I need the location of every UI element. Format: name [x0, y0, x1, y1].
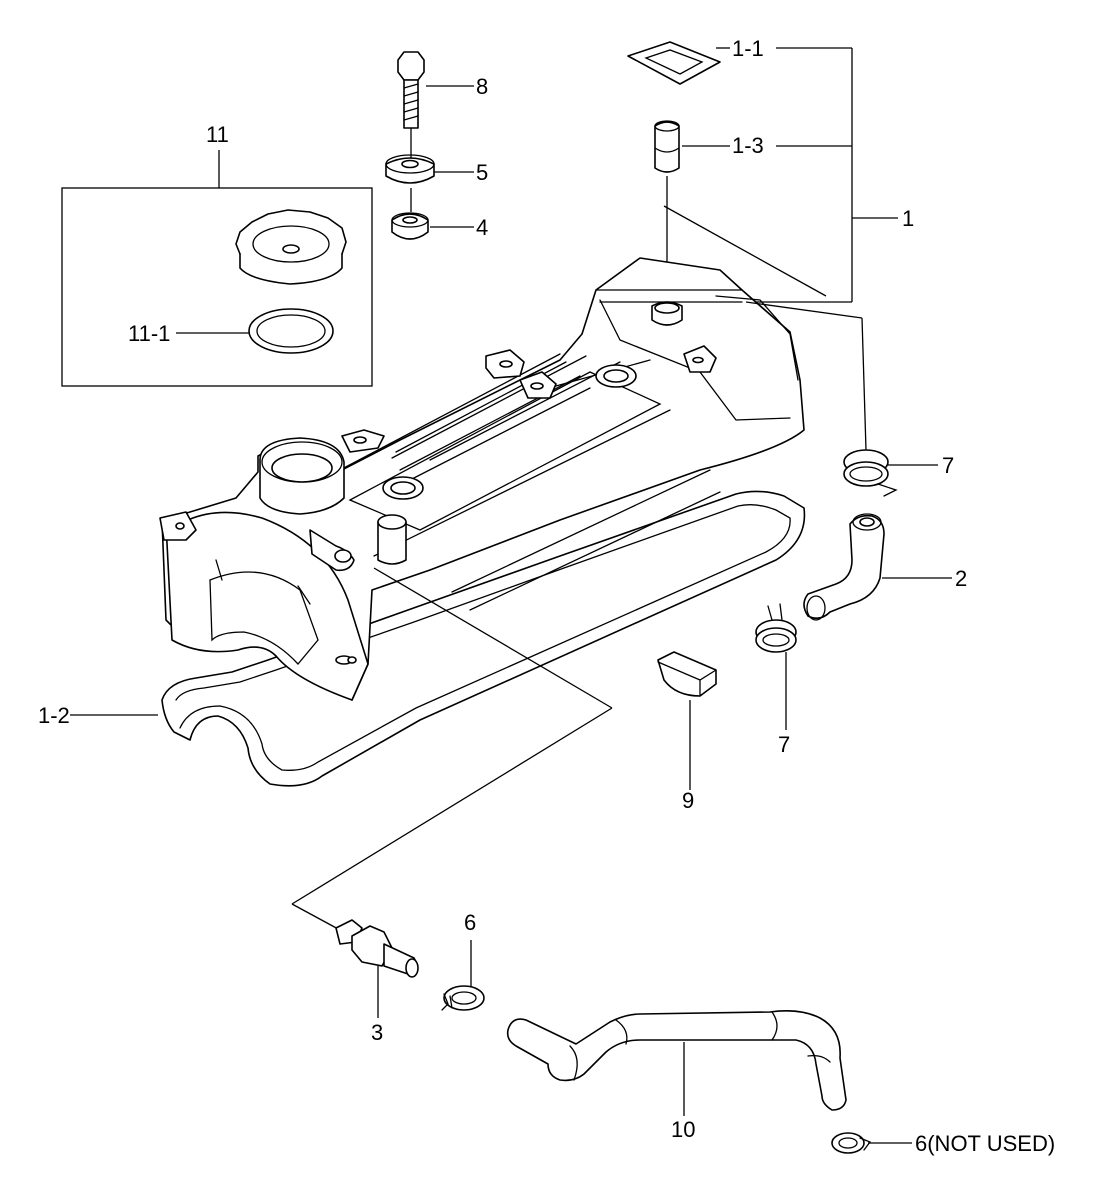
- label-1-1: 1-1: [732, 36, 764, 61]
- oil-cap-gasket: [176, 308, 334, 354]
- label-11: 11: [206, 122, 229, 147]
- label-9: 9: [682, 788, 694, 813]
- label-11-1: 11-1: [128, 321, 170, 346]
- label-7-right: 7: [942, 453, 954, 478]
- label-7-lower: 7: [778, 732, 790, 757]
- hose-clip-7-upper: [745, 301, 938, 497]
- cover-gasket: [70, 490, 806, 787]
- label-6-not-used: 6(NOT USED): [915, 1131, 1055, 1156]
- label-10: 10: [671, 1117, 695, 1142]
- label-2: 2: [955, 566, 967, 591]
- label-3: 3: [371, 1020, 383, 1045]
- oil-filler-cap: [235, 209, 347, 285]
- breather-hose: [803, 513, 952, 621]
- cover-grommet: [391, 212, 474, 240]
- half-moon-seal: [657, 651, 717, 790]
- label-6: 6: [464, 910, 476, 935]
- cover-washer: [385, 154, 474, 212]
- hose-clip-6: [441, 940, 485, 1011]
- pcv-valve: [335, 919, 419, 1018]
- label-1-3: 1-3: [732, 133, 764, 158]
- part-1-bracket: [663, 47, 898, 303]
- label-4: 4: [476, 215, 488, 240]
- cover-plate: [627, 41, 730, 85]
- hose-clip-7-lower: [755, 603, 797, 730]
- oil-cap-group-box: [61, 150, 373, 387]
- cover-bolt: [397, 51, 474, 158]
- cylinder-head-cover: [159, 257, 805, 701]
- cover-plug: [654, 120, 730, 300]
- label-1: 1: [902, 206, 914, 231]
- label-5: 5: [476, 160, 488, 185]
- pcv-valve-leader: [291, 567, 613, 931]
- label-8: 8: [476, 74, 488, 99]
- callout-labels: 1-1 1-3 1 8 5 4 11 11-1 7 2 1-2 7 9 6 3 …: [38, 36, 1055, 1156]
- pcv-hose: [506, 1010, 847, 1116]
- label-1-2: 1-2: [38, 703, 70, 728]
- hose-clip-6-not-used: [831, 1132, 912, 1154]
